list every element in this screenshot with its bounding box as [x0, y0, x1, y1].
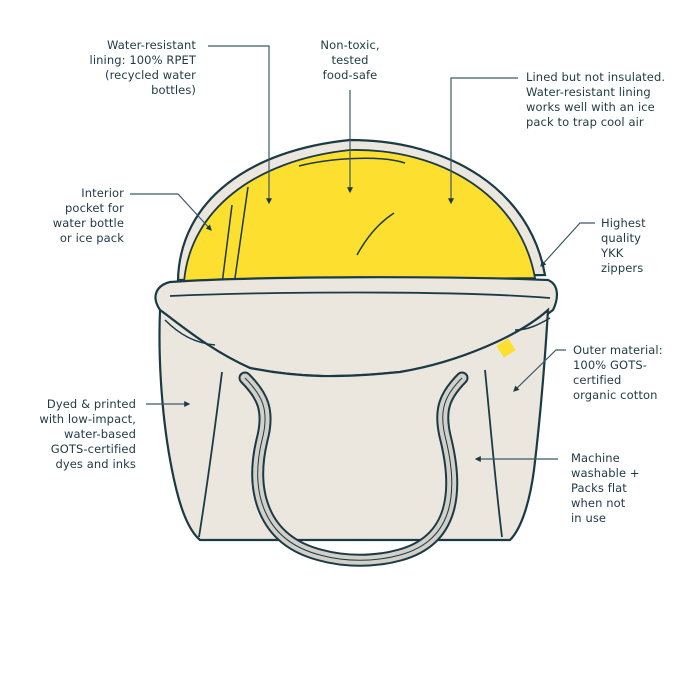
callout-dyes: Dyed & printed with low-impact, water-ba…: [39, 397, 136, 471]
leader-lining: [208, 45, 272, 205]
leader-zippers: [540, 222, 595, 267]
bag-lining-dome: [176, 138, 547, 286]
callout-zippers: Highest quality YKK zippers: [601, 216, 646, 275]
callout-lining: Water-resistant lining: 100% RPET (recyc…: [89, 38, 196, 97]
callout-washable: Machine washable + Packs flat when not i…: [571, 451, 640, 525]
callout-interior-pocket: Interior pocket for water bottle or ice …: [52, 186, 124, 245]
leader-not-insulated: [448, 77, 518, 205]
callout-food-safe: Non-toxic, tested food-safe: [320, 38, 380, 82]
leader-outer-material: [513, 349, 566, 392]
callout-not-insulated: Lined but not insulated. Water-resistant…: [526, 70, 666, 129]
bag-handle: [238, 371, 469, 567]
leader-lines: [130, 45, 595, 462]
leader-interior-pocket: [130, 193, 212, 231]
callout-outer-material: Outer material: 100% GOTS- certified org…: [573, 343, 663, 402]
